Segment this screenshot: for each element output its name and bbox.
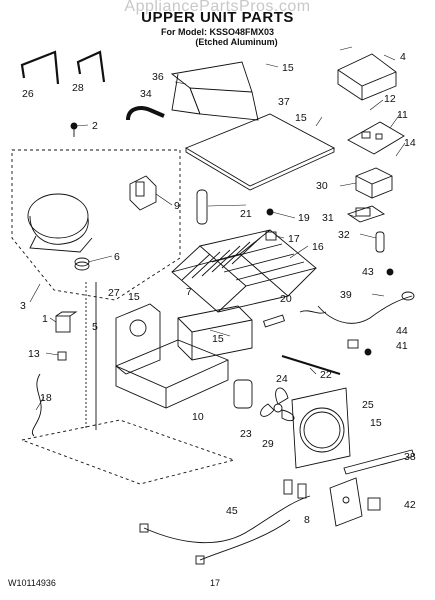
callout-36: 36 (152, 71, 164, 83)
part-1-capacitor (55, 311, 78, 333)
callout-26: 26 (22, 88, 34, 100)
callout-3: 3 (20, 300, 26, 312)
callout-1: 1 (42, 313, 48, 325)
callout-42: 42 (404, 499, 416, 511)
base-plate-outline (20, 419, 236, 485)
callout-37: 37 (278, 96, 290, 108)
part-39-harness (317, 291, 415, 324)
callout-18: 18 (40, 392, 52, 404)
model-line: For Model: KSSO48FMX03 (160, 27, 275, 37)
doc-number: W10114936 (8, 578, 56, 588)
callout-30: 30 (316, 180, 328, 192)
part-25-shroud (291, 387, 351, 469)
part-18-wire (31, 373, 42, 437)
part-16-condenser (171, 229, 317, 313)
part-42-box (367, 497, 381, 511)
part-21-cylinder (196, 189, 208, 225)
callout-45: 45 (226, 505, 238, 517)
page-title: UPPER UNIT PARTS (141, 9, 294, 26)
page-number: 17 (210, 578, 221, 588)
callout-12: 12 (384, 93, 396, 105)
callout-10: 10 (192, 411, 204, 423)
callout-24: 24 (276, 373, 288, 385)
part-45-harness (139, 479, 311, 565)
callout-17: 17 (288, 233, 300, 245)
callout-41: 41 (396, 340, 408, 352)
callout-13: 13 (28, 348, 40, 360)
part-13-clip (57, 351, 67, 361)
callout-27: 27 (108, 287, 120, 299)
part-23-motor (233, 379, 253, 409)
part-44-clip (347, 339, 359, 349)
callout-22: 22 (320, 369, 332, 381)
callout-20: 20 (280, 293, 292, 305)
callout-15: 15 (370, 417, 382, 429)
part-41-screw (364, 348, 372, 356)
callout-39: 39 (340, 289, 352, 301)
part-8-bracket (329, 477, 363, 527)
callout-21: 21 (240, 208, 252, 220)
part-38-strip (343, 449, 415, 475)
part-36-cover (170, 61, 259, 121)
watermark: AppliancePartsPros.com (124, 0, 311, 15)
part-31-relay (346, 205, 386, 223)
part-37-plate (184, 113, 336, 191)
callout-15: 15 (212, 333, 224, 345)
callout-19: 19 (298, 212, 310, 224)
part-29-fan (260, 387, 295, 422)
compressor-group-outline (11, 149, 181, 301)
callout-38: 38 (404, 451, 416, 463)
part-11-board (347, 121, 405, 155)
callout-32: 32 (338, 229, 350, 241)
part-34-hose (126, 106, 165, 121)
part-28-tube (76, 50, 106, 83)
part-22-probe (281, 355, 341, 375)
callout-15: 15 (295, 112, 307, 124)
callout-2: 2 (92, 120, 98, 132)
callout-34: 34 (140, 88, 152, 100)
callout-11: 11 (397, 109, 408, 121)
callout-25: 25 (362, 399, 374, 411)
part-30-box (355, 167, 393, 199)
callout-44: 44 (396, 325, 408, 337)
part-9-bracket (129, 175, 157, 211)
callout-4: 4 (400, 51, 406, 63)
callout-15: 15 (128, 291, 140, 303)
callout-28: 28 (72, 82, 84, 94)
callout-23: 23 (240, 428, 252, 440)
callout-5: 5 (92, 321, 98, 333)
part-4-cover (337, 53, 397, 101)
part-43-screw (386, 268, 394, 276)
callout-14: 14 (404, 137, 416, 149)
part-32-cylinder (375, 231, 385, 253)
callout-8: 8 (304, 514, 310, 526)
callout-9: 9 (174, 200, 180, 212)
part-20-sensor (262, 310, 327, 328)
callout-7: 7 (186, 286, 192, 298)
callout-16: 16 (312, 241, 324, 253)
part-26-tube (20, 50, 60, 85)
callout-29: 29 (262, 438, 274, 450)
callout-31: 31 (322, 212, 334, 224)
part-10-base (115, 339, 229, 409)
compressor (27, 193, 93, 253)
part-6-grommet (74, 257, 90, 271)
part-2-screw (70, 122, 78, 137)
callout-15: 15 (282, 62, 294, 74)
finish-line: (Etched Aluminum) (195, 37, 278, 47)
callout-6: 6 (114, 251, 120, 263)
callout-43: 43 (362, 266, 374, 278)
